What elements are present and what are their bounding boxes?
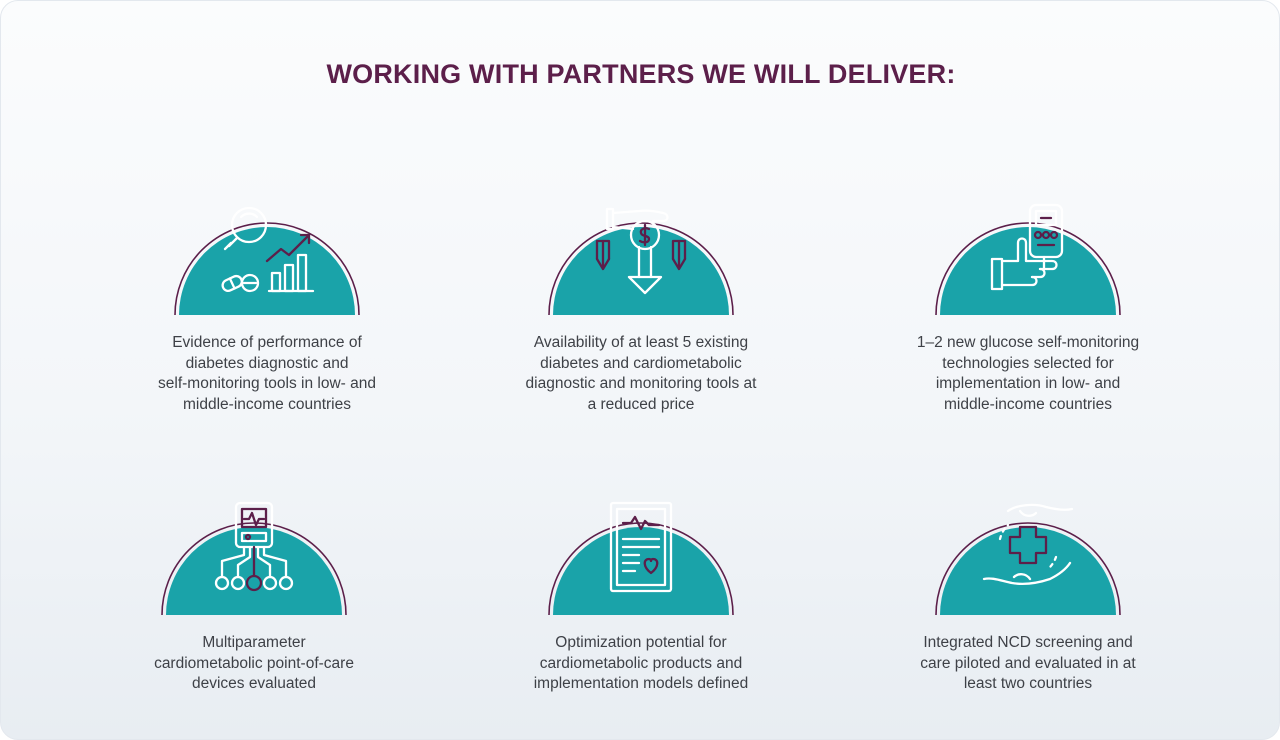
- multiparameter-device-icon: [206, 499, 302, 595]
- magnifier-chart-pills-icon: [219, 199, 315, 295]
- page-title: WORKING WITH PARTNERS WE WILL DELIVER:: [326, 59, 956, 89]
- hand-glucometer-icon: [980, 199, 1076, 295]
- hand-coin-price-down-icon: [593, 199, 689, 295]
- emblem-4: [156, 463, 352, 615]
- hands-medical-cross-icon: [980, 499, 1076, 595]
- emblem-2: [543, 163, 739, 315]
- emblem-1: [169, 163, 365, 315]
- emblem-6: [930, 463, 1126, 615]
- emblem-5: [543, 463, 739, 615]
- emblem-3: [930, 163, 1126, 315]
- clipboard-heart-icon: [593, 499, 689, 595]
